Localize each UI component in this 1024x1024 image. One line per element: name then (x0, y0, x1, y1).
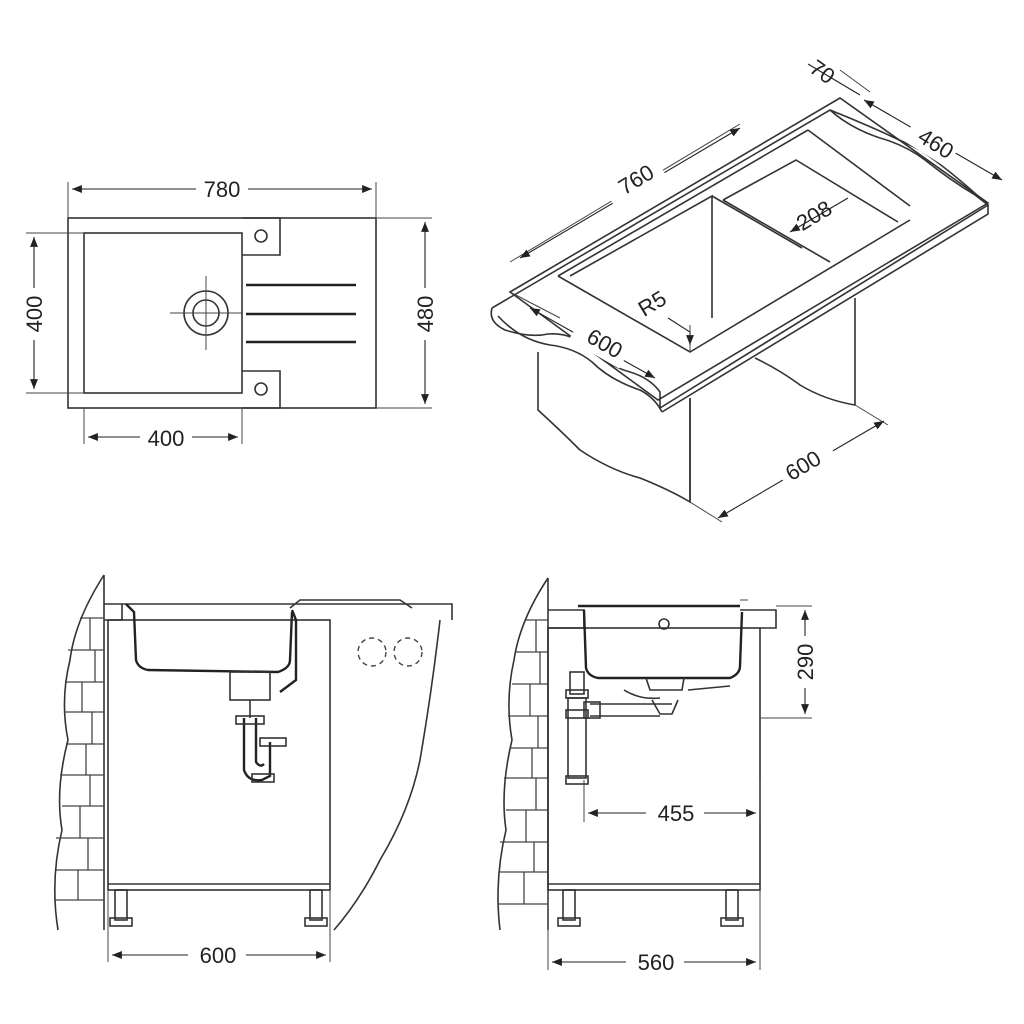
dim-label-front-cabinet: 600 (200, 943, 237, 968)
top-view: 780 400 480 400 (20, 174, 439, 452)
side-cabinet (547, 627, 761, 891)
side-sink-bowl (578, 604, 744, 680)
front-sink-bowl (125, 603, 294, 674)
dim-label-top-bowl-width: 400 (148, 426, 185, 451)
tap-area-bottom (242, 370, 281, 409)
side-legs (557, 889, 744, 927)
tap-hole-top-icon (254, 229, 268, 243)
hole-icon-2 (393, 637, 423, 667)
overflow-icon (658, 618, 670, 630)
front-view: 600 (54, 574, 453, 970)
dim-label-top-width: 780 (204, 177, 241, 202)
iso-worktop-front-edge (490, 307, 661, 408)
dim-label-side-height: 290 (793, 644, 818, 681)
iso-cabinet (537, 352, 691, 504)
tap-hole-bottom-icon (254, 382, 268, 396)
side-waste-pipe (590, 703, 672, 717)
dim-label-side-drain: 455 (658, 801, 695, 826)
dim-label-top-height-inner: 400 (22, 296, 47, 333)
dim-label-iso-rim: 70 (805, 55, 839, 90)
drain-icon (170, 276, 242, 350)
dim-label-iso-drainer: 208 (792, 195, 836, 235)
dim-label-side-cabinet: 560 (638, 950, 675, 975)
isometric-view: 760 70 460 208 R5 600 600 (490, 55, 1003, 523)
front-cabinet (107, 619, 331, 891)
side-vertical-pipe-icon (565, 671, 601, 785)
drainer-ribs (246, 283, 356, 344)
dim-label-top-height-outer: 480 (413, 296, 438, 333)
siphon-trap-icon (229, 671, 287, 783)
side-view: 290 455 560 (497, 577, 819, 976)
top-view-outline (67, 217, 377, 409)
hole-icon (357, 637, 387, 667)
front-legs (109, 889, 328, 927)
dim-label-iso-radius: R5 (634, 286, 671, 322)
brick-wall-front (54, 574, 105, 931)
tap-area-top (242, 217, 281, 256)
brick-wall-side (497, 577, 549, 931)
